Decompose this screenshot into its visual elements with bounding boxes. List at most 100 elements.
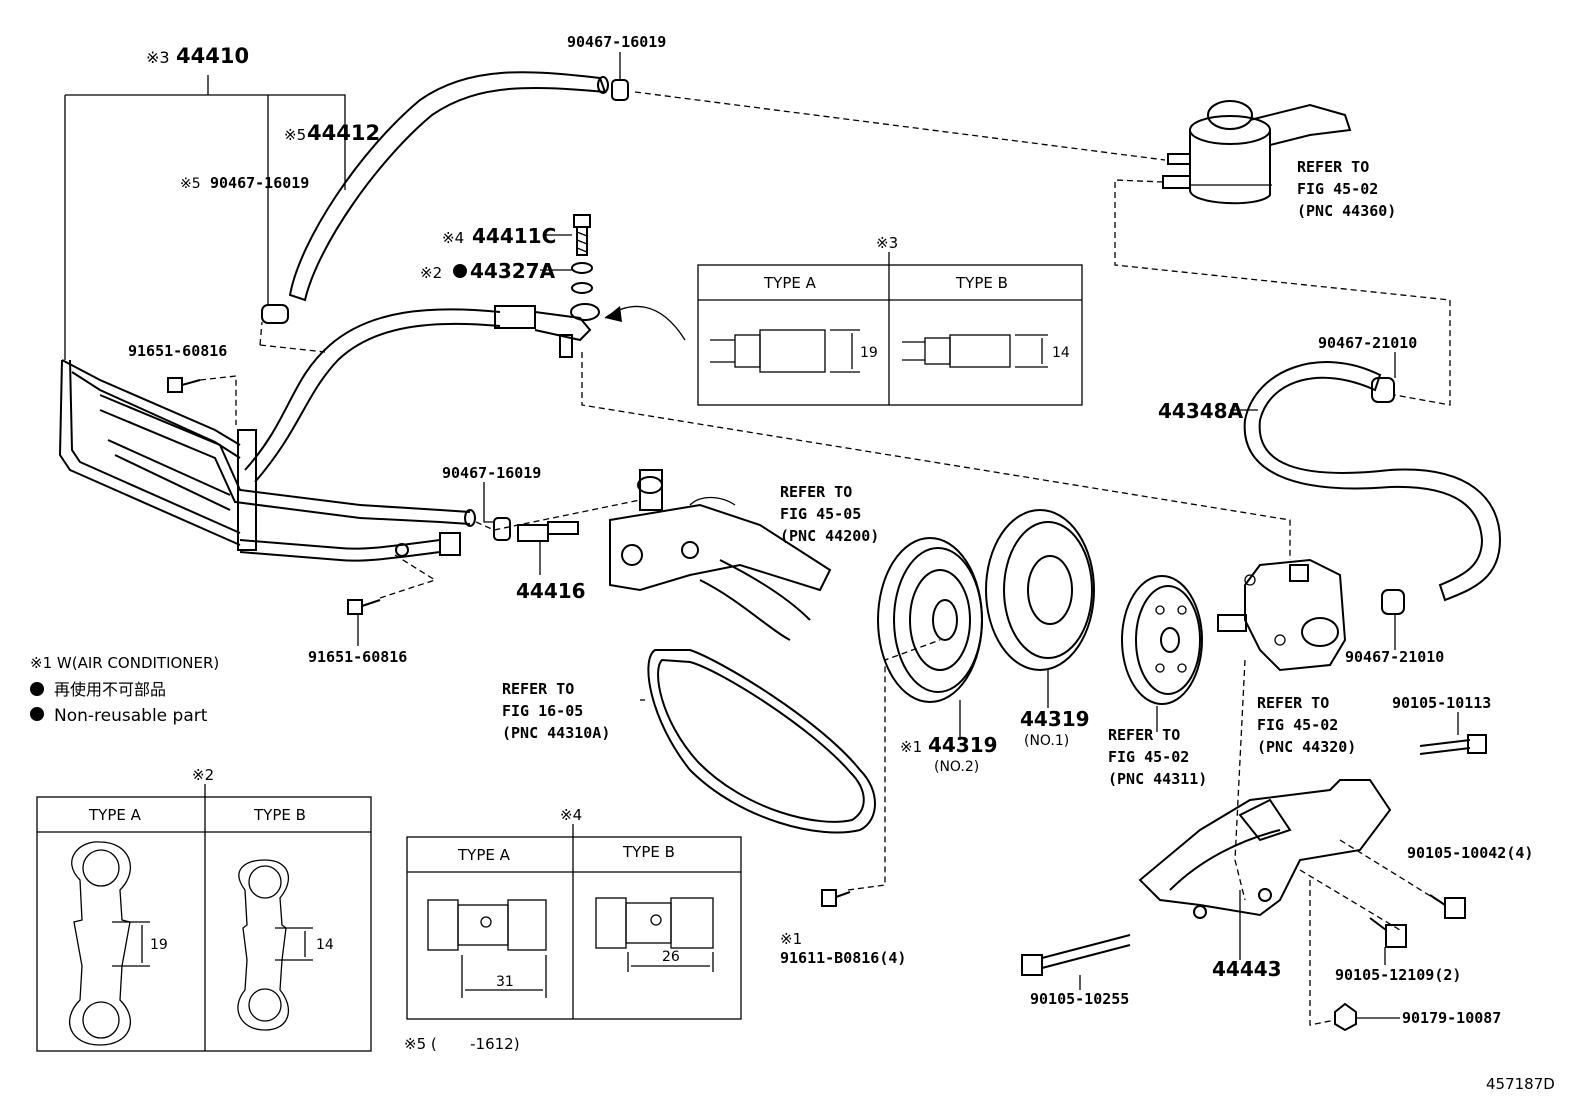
table-2: ※2 TYPE A TYPE B 19 14 [36,766,372,1052]
refer-reservoir-line3: (PNC 44360) [1297,202,1396,220]
refer-4505-line2: FIG 45-05 [780,505,861,523]
label-44410: 44410 [176,44,249,68]
label-44416: 44416 [516,579,586,603]
label-no2: (NO.2) [934,759,979,775]
mark-44319-no2: ※1 [900,738,922,756]
table-4-dim-a: 31 [496,974,514,990]
bolt-90105-10113-icon [1419,734,1487,755]
refer-belt-line3: (PNC 44310A) [502,724,610,742]
fitting-44416 [517,521,579,560]
label-clamp-right-top: 90467-21010 [1318,334,1417,352]
refer-belt-line1: REFER TO [502,680,574,698]
label-bolt-10255: 90105-10255 [1030,990,1129,1008]
note-air-conditioner: ※1 W(AIR CONDITIONER) [30,654,219,672]
label-44412: 44412 [307,121,380,145]
label-44443: 44443 [1212,957,1282,981]
refer-reservoir-line2: FIG 45-02 [1297,180,1378,198]
pulley-44311-ref [1121,575,1203,705]
mark-44327a: ※2 [420,264,442,282]
label-no1: (NO.1) [1024,733,1069,749]
table-3-dim-b: 14 [1052,345,1070,361]
pump-ref [1217,558,1347,672]
note-jp: 再使用不可部品 [54,680,166,699]
steering-gear-ref [609,469,832,641]
cooler-pipes [58,359,476,562]
label-clamp-top: 90467-16019 [567,33,666,51]
refer-reservoir-line1: REFER TO [1297,158,1369,176]
refer-pump-line1: REFER TO [1257,694,1329,712]
non-reusable-dot-icon [453,264,467,278]
table-4-dim-b: 26 [662,949,680,965]
mark-44412: ※5 [284,126,306,144]
refer-pulley-line2: FIG 45-02 [1108,748,1189,766]
bolt-91651-lower-icon [347,599,381,615]
label-44319-no1: 44319 [1020,707,1090,731]
label-44348a: 44348A [1158,399,1244,423]
refer-4505-line3: (PNC 44200) [780,527,879,545]
v-belt-ref [647,649,876,834]
label-bolt-12109: 90105-12109(2) [1335,966,1461,984]
note-5: ※5 ( -1612) [404,1035,520,1053]
clamp-left-icon [261,304,289,324]
label-nut-10087: 90179-10087 [1402,1009,1501,1027]
table-3-mark: ※3 [876,234,898,252]
return-hose-44412 [288,71,609,302]
table-2-type-a: TYPE A [88,806,142,824]
nut-90179-10087-icon [1334,1002,1357,1032]
clamp-mid-icon [493,517,511,541]
table-4-mark: ※4 [560,806,582,824]
pulley-44319-no2 [877,537,983,703]
bolt-91651-upper-icon [167,377,201,393]
bolt-90105-10255-icon [1021,934,1131,976]
table-4-type-a: TYPE A [457,846,511,864]
table-4-type-b: TYPE B [622,843,675,861]
table-3: ※3 TYPE A TYPE B 19 14 [697,234,1083,406]
mark-clamp-left: ※5 [180,176,201,192]
union-bolt-44411c [573,214,591,256]
clamp-top-icon [611,79,629,101]
bolt-90105-12109-icon [1369,917,1407,948]
table-3-type-b: TYPE B [955,274,1008,292]
figure-id: 457187D [1486,1075,1555,1093]
mark-b0816: ※1 [780,930,802,948]
pulley-44319-no1 [985,509,1095,671]
reservoir-ref [1162,100,1352,205]
label-44327a: 44327A [470,259,556,283]
label-bolt-10113: 90105-10113 [1392,694,1491,712]
note-en: Non-reusable part [54,706,208,726]
bracket-44443 [1138,779,1392,919]
suction-hose-44348a [1243,361,1502,602]
table-2-mark: ※2 [192,766,214,784]
label-44319-no2: 44319 [928,733,998,757]
refer-pump-line2: FIG 45-02 [1257,716,1338,734]
refer-belt-line2: FIG 16-05 [502,702,583,720]
gasket-44327a [571,262,593,294]
table-4: ※4 TYPE A TYPE B 31 26 [406,806,742,1020]
label-bolt-upper: 91651-60816 [128,342,227,360]
label-clamp-left: 90467-16019 [210,174,309,192]
label-44411c: 44411C [472,224,556,248]
label-clamp-right-bottom: 90467-21010 [1345,648,1444,666]
bolt-91611-b0816-icon [821,889,851,907]
refer-4505-line1: REFER TO [780,483,852,501]
label-bolt-10042: 90105-10042(4) [1407,844,1533,862]
table-3-type-a: TYPE A [763,274,817,292]
leader-lines [64,52,1459,1019]
label-bolt-lower: 91651-60816 [308,648,407,666]
table-3-dim-a: 19 [860,345,878,361]
clamp-right-bottom-icon [1381,589,1405,615]
table-2-type-b: TYPE B [253,806,306,824]
mark-44410: ※3 [146,48,170,67]
label-bolt-b0816: 91611-B0816(4) [780,949,906,967]
bullet-dot-icon [30,682,44,696]
bullet-dot-icon [30,707,44,721]
refer-pulley-line1: REFER TO [1108,726,1180,744]
table-2-dim-a: 19 [150,937,168,953]
refer-pump-line3: (PNC 44320) [1257,738,1356,756]
label-clamp-mid: 90467-16019 [442,464,541,482]
mark-44411c: ※4 [442,229,464,247]
refer-pulley-line3: (PNC 44311) [1108,770,1207,788]
table-2-dim-b: 14 [316,937,334,953]
